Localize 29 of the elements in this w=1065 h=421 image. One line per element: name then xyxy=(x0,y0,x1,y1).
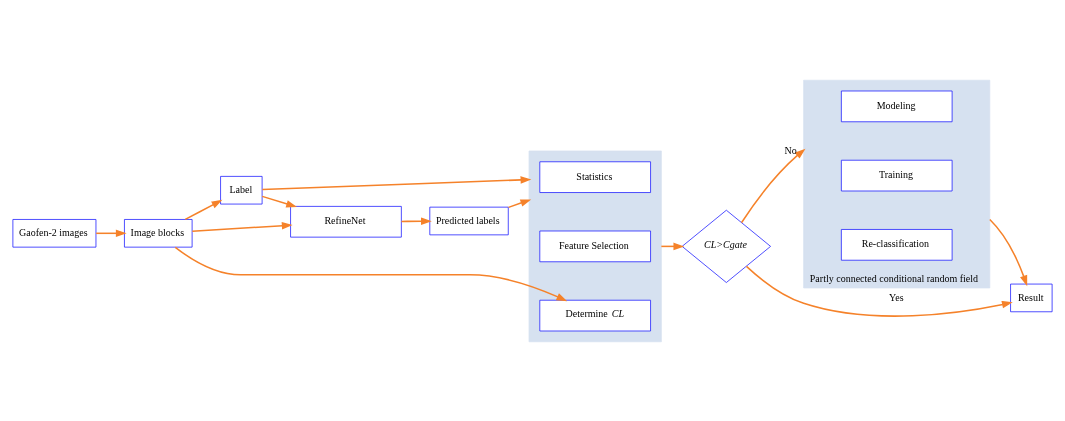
arrow xyxy=(184,199,223,220)
arrow xyxy=(261,175,532,190)
arrow xyxy=(400,217,432,225)
node-box: Result xyxy=(1010,283,1053,312)
arrow xyxy=(95,229,127,237)
node-box: Feature Selection xyxy=(539,230,651,262)
edge-label: Yes xyxy=(889,291,904,303)
node-diamond: CL>Cgate xyxy=(681,209,771,283)
node-box: Label xyxy=(220,175,263,204)
node-box: Image blocks xyxy=(124,218,193,248)
node-label: Partly connected conditional random field xyxy=(809,272,979,284)
node-box: Predicted labels xyxy=(429,206,509,235)
arrow xyxy=(507,198,532,208)
node-box: Gaofen-2 images xyxy=(12,218,97,248)
node-box: RefineNet xyxy=(290,205,402,238)
node-box: Modeling xyxy=(840,90,953,122)
cluster xyxy=(528,150,662,342)
arrow xyxy=(740,148,806,223)
arrow xyxy=(174,246,568,301)
node-box: Determine CL xyxy=(539,299,651,331)
arrow xyxy=(745,265,1013,317)
arrow xyxy=(261,195,297,207)
arrow xyxy=(191,221,293,232)
edge-label: No xyxy=(784,144,797,156)
node-box: Re-classification xyxy=(840,228,953,261)
node-box: Training xyxy=(840,159,953,191)
cluster xyxy=(803,79,991,288)
node-box: Statistics xyxy=(539,160,651,193)
arrow xyxy=(989,218,1028,286)
